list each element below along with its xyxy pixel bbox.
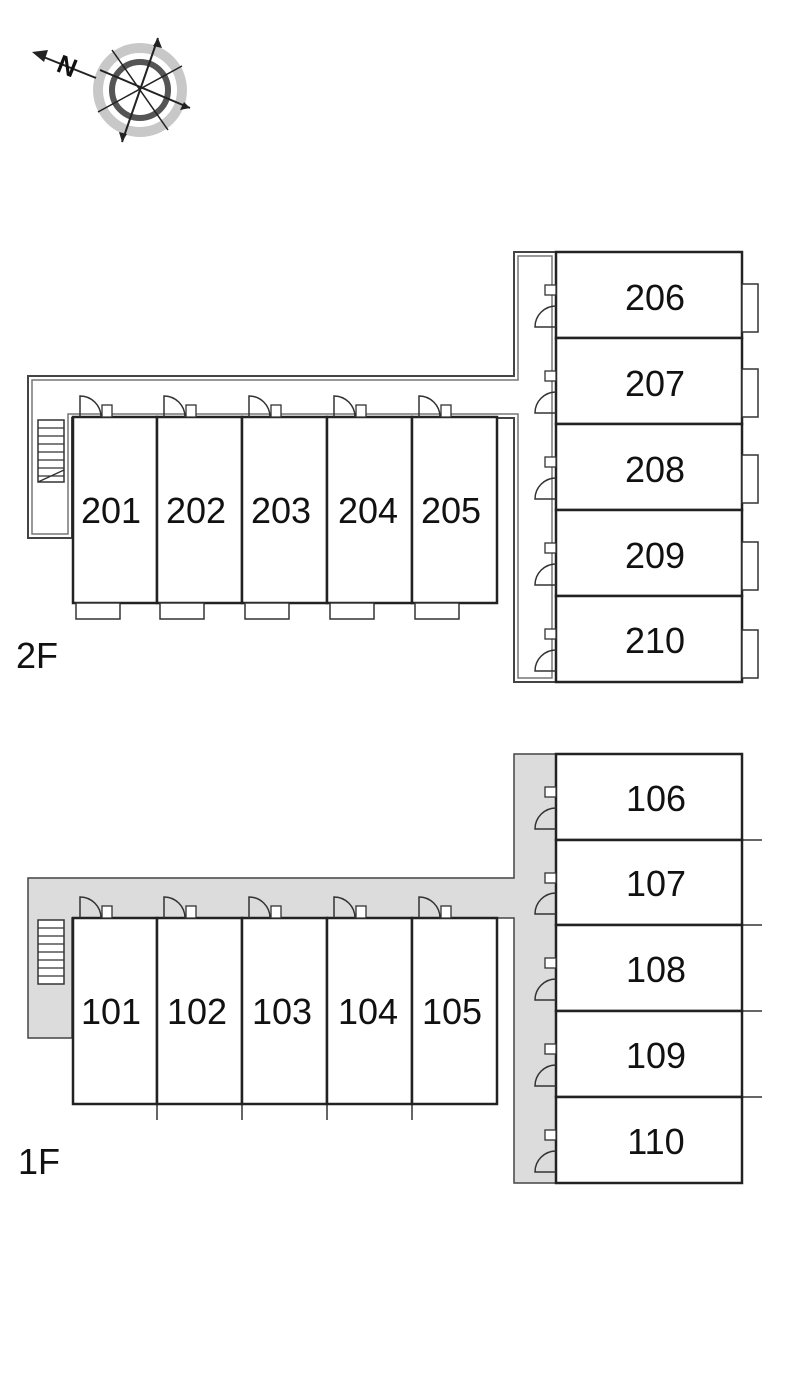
unit-label: 101 <box>81 991 141 1032</box>
unit-102: 102 <box>155 896 244 1120</box>
unit-label: 209 <box>625 535 685 576</box>
floor-1f: 101 102 103 104 105 1 <box>18 752 762 1185</box>
unit-label: 202 <box>166 490 226 531</box>
unit-104: 104 <box>325 896 414 1120</box>
unit-205: 205 <box>410 395 499 620</box>
unit-label: 105 <box>422 991 482 1032</box>
door-icon <box>534 872 557 915</box>
unit-105: 105 <box>410 896 499 1106</box>
door-icon <box>418 896 452 919</box>
unit-label: 104 <box>338 991 398 1032</box>
corridor-2f <box>27 251 557 683</box>
compass: N <box>32 37 191 143</box>
floor-label-2f: 2F <box>16 635 58 676</box>
unit-204: 204 <box>325 395 414 620</box>
unit-label: 210 <box>625 620 685 661</box>
door-icon <box>333 896 367 919</box>
unit-106: 106 <box>534 752 762 842</box>
unit-label: 106 <box>626 778 686 819</box>
staircase-1f <box>37 919 65 985</box>
unit-109: 109 <box>534 1009 762 1099</box>
door-icon <box>248 395 282 418</box>
door-icon <box>534 542 557 586</box>
door-icon <box>79 896 113 919</box>
unit-108: 108 <box>534 923 762 1013</box>
door-icon <box>534 284 557 328</box>
floor-2f: 201 202 203 204 205 <box>16 250 759 684</box>
unit-label: 206 <box>625 277 685 318</box>
door-icon <box>79 395 113 418</box>
door-icon <box>534 786 557 830</box>
unit-label: 205 <box>421 490 481 531</box>
unit-110: 110 <box>534 1095 744 1185</box>
door-icon <box>534 1129 557 1173</box>
door-icon <box>534 957 557 1001</box>
corridor-1f <box>27 753 557 1184</box>
unit-209: 209 <box>534 508 759 598</box>
door-icon <box>534 456 557 500</box>
door-icon <box>534 628 557 672</box>
unit-101: 101 <box>71 896 159 1120</box>
unit-label: 207 <box>625 363 685 404</box>
unit-label: 203 <box>251 490 311 531</box>
unit-202: 202 <box>155 395 244 620</box>
unit-207: 207 <box>534 336 759 426</box>
unit-206: 206 <box>534 250 759 340</box>
floor-label-1f: 1F <box>18 1141 60 1182</box>
unit-103: 103 <box>240 896 329 1120</box>
unit-201: 201 <box>71 395 159 620</box>
unit-107: 107 <box>534 838 762 927</box>
door-icon <box>248 896 282 919</box>
unit-label: 103 <box>252 991 312 1032</box>
door-icon <box>163 896 197 919</box>
door-icon <box>333 395 367 418</box>
north-label: N <box>53 49 82 84</box>
unit-label: 204 <box>338 490 398 531</box>
unit-label: 107 <box>626 863 686 904</box>
unit-208: 208 <box>534 422 759 512</box>
corridor-2f-inner <box>31 255 553 679</box>
unit-label: 109 <box>626 1035 686 1076</box>
compass-rose-icon <box>32 37 191 143</box>
staircase-2f <box>37 419 65 483</box>
unit-203: 203 <box>240 395 329 620</box>
unit-label: 201 <box>81 490 141 531</box>
door-icon <box>418 395 452 418</box>
unit-label: 208 <box>625 449 685 490</box>
door-icon <box>534 370 557 414</box>
unit-label: 110 <box>627 1121 684 1162</box>
door-icon <box>163 395 197 418</box>
unit-label: 102 <box>167 991 227 1032</box>
unit-label: 108 <box>626 949 686 990</box>
door-icon <box>534 1043 557 1087</box>
unit-210: 210 <box>534 594 759 684</box>
